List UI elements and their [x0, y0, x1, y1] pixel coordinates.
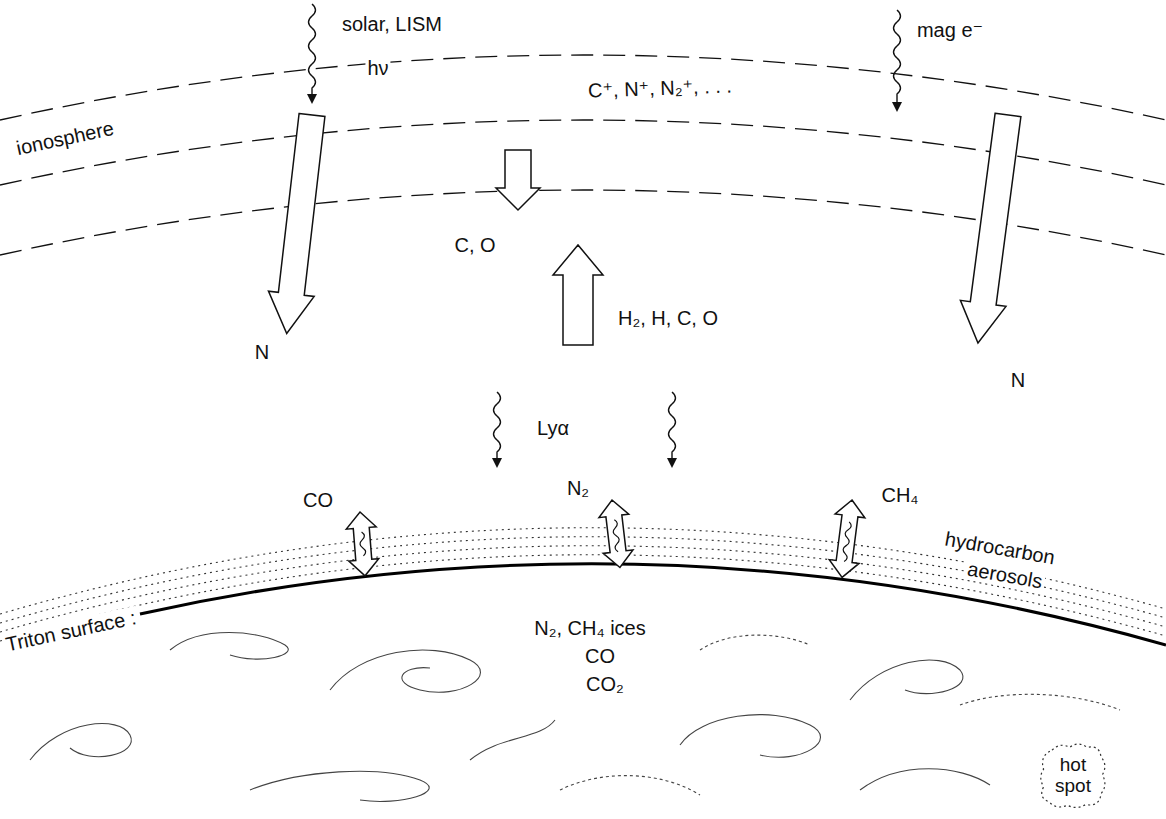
ice-scribble	[700, 635, 810, 650]
wavy-arrow	[894, 10, 901, 104]
species-label: N₂	[565, 477, 591, 499]
ice-scribble	[860, 769, 990, 790]
exchange-arrow	[345, 511, 380, 577]
species-label: CO	[301, 489, 335, 511]
arrowhead	[667, 458, 677, 468]
flux-arrow	[496, 150, 540, 210]
species-label: N	[253, 341, 271, 363]
wavy-arrow	[309, 4, 316, 96]
exchange-arrow	[597, 498, 635, 569]
ice-scribble	[850, 660, 963, 700]
double-arrow	[827, 498, 867, 579]
flux-arrow	[264, 112, 335, 336]
ice-scribble	[170, 633, 288, 660]
ice-scribble	[560, 776, 700, 795]
ion-label: C⁺, N⁺, N₂⁺, . . .	[586, 74, 735, 101]
flux-arrows	[264, 112, 1031, 346]
node-text: hot spot	[1055, 755, 1091, 797]
composition-label: CO₂	[584, 673, 626, 695]
ice-scribble	[470, 720, 555, 760]
radiation-arrows	[309, 4, 901, 460]
source-label: solar, LISM	[340, 13, 444, 35]
aerosol-layers	[0, 528, 1166, 641]
layer-label: ionosphere	[12, 117, 117, 160]
aerosol-line	[0, 555, 1166, 641]
ice-scribble	[680, 715, 820, 758]
wavy-arrow	[669, 392, 676, 460]
wavy-line	[612, 520, 621, 552]
arrowheads	[307, 94, 902, 468]
surface-scribbles	[30, 633, 1120, 802]
species-label: N	[1009, 369, 1027, 391]
wavy-arrow	[494, 392, 501, 460]
flux-arrow	[553, 245, 603, 345]
exchange-arrows	[345, 498, 867, 579]
exchange-arrow	[827, 498, 867, 579]
symbol-label: hν	[365, 57, 390, 79]
species-label: H₂, H, C, O	[616, 307, 720, 329]
source-label: mag e⁻	[915, 19, 985, 41]
arrowhead	[307, 94, 317, 104]
species-label: CH₄	[879, 484, 920, 506]
cloud-path	[1041, 744, 1105, 807]
double-arrow	[597, 498, 635, 569]
radiation-label: Lyα	[535, 417, 571, 439]
ice-scribble	[250, 771, 429, 801]
ice-scribble	[30, 724, 131, 760]
composition-label: N₂, CH₄ ices	[532, 617, 648, 639]
aerosol-line	[0, 528, 1166, 614]
wavy-line	[359, 532, 366, 556]
composition-label: CO	[583, 645, 617, 667]
double-arrow	[345, 511, 380, 577]
surface-label: Triton surface :	[2, 606, 140, 656]
ice-scribble	[960, 694, 1120, 710]
arrowhead	[492, 458, 502, 468]
flux-arrow	[955, 112, 1031, 346]
arrowhead	[892, 102, 902, 112]
species-label: C, O	[452, 234, 497, 256]
ice-scribble	[330, 650, 480, 692]
hot-spot-cloud: hot spot	[1038, 742, 1108, 810]
ionosphere-line	[0, 55, 1166, 120]
wavy-line	[842, 522, 852, 562]
